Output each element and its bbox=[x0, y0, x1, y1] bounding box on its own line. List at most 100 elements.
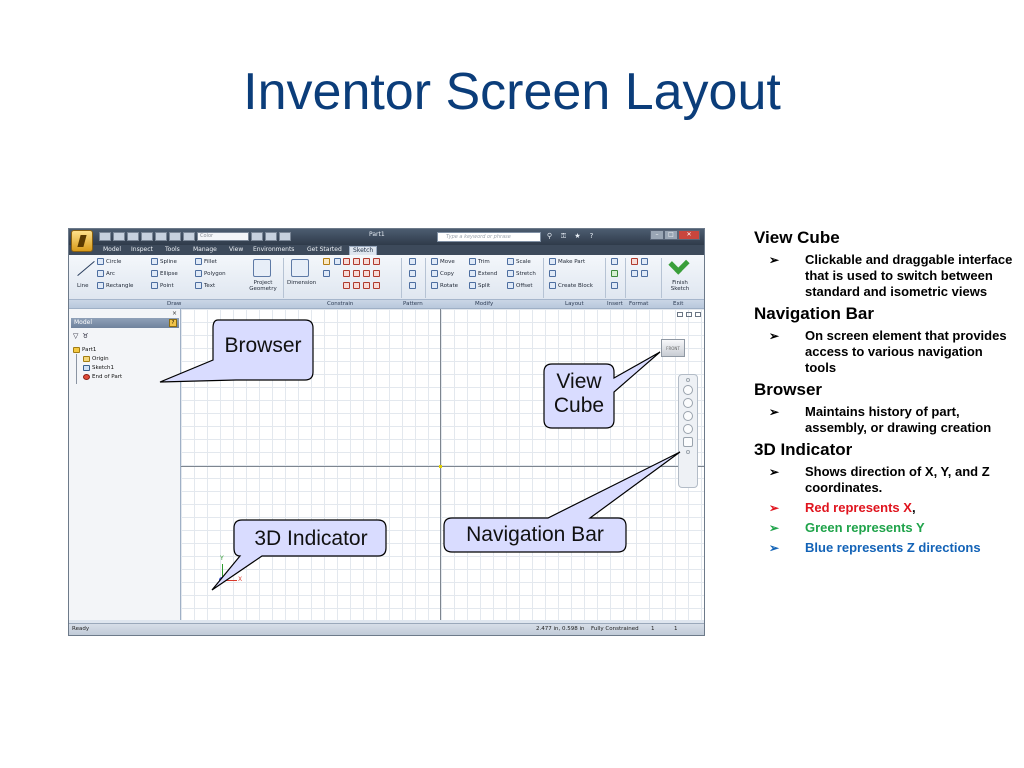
material-icon[interactable] bbox=[251, 232, 263, 241]
make-part-button[interactable]: Make Part bbox=[549, 258, 585, 265]
tangent-icon[interactable] bbox=[343, 282, 350, 289]
group-layout[interactable]: Layout bbox=[565, 301, 584, 307]
tab-view[interactable]: View bbox=[229, 246, 244, 253]
offset-button[interactable]: Offset bbox=[507, 282, 533, 289]
maximize-icon[interactable] bbox=[695, 312, 701, 317]
tree-item-sketch[interactable]: Sketch1 bbox=[73, 363, 179, 372]
scale-button[interactable]: Scale bbox=[507, 258, 531, 265]
tree-item-origin[interactable]: Origin bbox=[73, 354, 179, 363]
group-insert[interactable]: Insert bbox=[607, 301, 623, 307]
look-at-icon[interactable] bbox=[683, 437, 693, 447]
fillet-button[interactable]: Fillet bbox=[195, 258, 217, 265]
finish-sketch-icon[interactable] bbox=[668, 253, 690, 275]
group-modify[interactable]: Modify bbox=[475, 301, 494, 307]
tab-get-started[interactable]: Get Started bbox=[307, 246, 342, 253]
mirror-button[interactable] bbox=[409, 282, 416, 289]
trim-button[interactable]: Trim bbox=[469, 258, 490, 265]
group-draw[interactable]: Draw bbox=[167, 301, 182, 307]
insert-image-button[interactable] bbox=[611, 258, 618, 265]
parallel-icon[interactable] bbox=[343, 270, 350, 277]
line-icon[interactable] bbox=[75, 260, 93, 278]
center-point-icon[interactable] bbox=[631, 270, 638, 277]
project-geometry-button[interactable]: Project Geometry bbox=[249, 280, 277, 292]
open-icon[interactable] bbox=[113, 232, 125, 241]
view-cube[interactable]: FRONT bbox=[661, 339, 685, 357]
insert-acad-button[interactable] bbox=[611, 282, 618, 289]
centerline-icon[interactable] bbox=[641, 258, 648, 265]
move-button[interactable]: Move bbox=[431, 258, 455, 265]
close-icon[interactable]: ✕ bbox=[678, 230, 700, 240]
help-search-input[interactable]: Type a keyword or phrase bbox=[437, 232, 541, 242]
constraint-icon[interactable] bbox=[323, 270, 330, 277]
return-icon[interactable] bbox=[169, 232, 181, 241]
tab-tools[interactable]: Tools bbox=[165, 246, 180, 253]
restore-icon[interactable] bbox=[686, 312, 692, 317]
help-icon[interactable]: ? bbox=[169, 319, 177, 327]
extend-button[interactable]: Extend bbox=[469, 270, 497, 277]
stretch-button[interactable]: Stretch bbox=[507, 270, 536, 277]
help-icon[interactable]: ? bbox=[589, 232, 594, 240]
close-icon[interactable]: × bbox=[171, 310, 177, 317]
arc-button[interactable]: Arc bbox=[97, 270, 115, 277]
project-geometry-icon[interactable] bbox=[253, 259, 271, 277]
star-icon[interactable]: ★ bbox=[574, 232, 581, 240]
tab-manage[interactable]: Manage bbox=[193, 246, 217, 253]
key-icon[interactable]: ⚿ bbox=[560, 232, 567, 240]
constraint-icon[interactable] bbox=[323, 258, 330, 265]
steering-wheel-icon[interactable] bbox=[683, 385, 693, 395]
pan-icon[interactable] bbox=[683, 398, 693, 408]
group-pattern[interactable]: Pattern bbox=[403, 301, 423, 307]
smooth-icon[interactable] bbox=[353, 282, 360, 289]
group-format[interactable]: Format bbox=[629, 301, 649, 307]
spline-button[interactable]: Spline bbox=[151, 258, 177, 265]
collinear-icon[interactable] bbox=[353, 258, 360, 265]
color-combo[interactable]: Color bbox=[197, 232, 249, 241]
tree-item-end-of-part[interactable]: End of Part bbox=[73, 372, 179, 381]
line-button[interactable]: Line bbox=[77, 283, 89, 289]
update-icon[interactable] bbox=[183, 232, 195, 241]
undo-icon[interactable] bbox=[141, 232, 153, 241]
point-button[interactable]: Point bbox=[151, 282, 174, 289]
circle-button[interactable]: Circle bbox=[97, 258, 121, 265]
polygon-button[interactable]: Polygon bbox=[195, 270, 226, 277]
coincident-icon[interactable] bbox=[343, 258, 350, 265]
tab-sketch[interactable]: Sketch bbox=[349, 246, 378, 255]
navbar-close-icon[interactable] bbox=[686, 378, 690, 382]
rectangular-pattern-button[interactable] bbox=[409, 258, 416, 265]
circular-pattern-button[interactable] bbox=[409, 270, 416, 277]
horizontal-icon[interactable] bbox=[363, 270, 370, 277]
text-button[interactable]: Text bbox=[195, 282, 215, 289]
navbar-menu-icon[interactable] bbox=[686, 450, 690, 454]
constraint-icon[interactable] bbox=[334, 258, 341, 265]
symmetric-icon[interactable] bbox=[363, 282, 370, 289]
tab-inspect[interactable]: Inspect bbox=[131, 246, 153, 253]
new-icon[interactable] bbox=[99, 232, 111, 241]
tree-item-part[interactable]: Part1 bbox=[73, 345, 179, 354]
insert-points-button[interactable] bbox=[611, 270, 618, 277]
tab-environments[interactable]: Environments bbox=[253, 246, 295, 253]
rectangle-button[interactable]: Rectangle bbox=[97, 282, 133, 289]
minimize-icon[interactable] bbox=[677, 312, 683, 317]
ipt-icon[interactable] bbox=[279, 232, 291, 241]
fix-icon[interactable] bbox=[373, 258, 380, 265]
perpendicular-icon[interactable] bbox=[353, 270, 360, 277]
binoculars-icon[interactable]: ♉ bbox=[82, 332, 89, 340]
zoom-icon[interactable] bbox=[683, 411, 693, 421]
driven-dimension-icon[interactable] bbox=[641, 270, 648, 277]
appearance-icon[interactable] bbox=[265, 232, 277, 241]
dimension-icon[interactable] bbox=[291, 259, 309, 277]
group-constrain[interactable]: Constrain bbox=[327, 301, 354, 307]
binoculars-icon[interactable]: ⚲ bbox=[546, 232, 553, 240]
ellipse-button[interactable]: Ellipse bbox=[151, 270, 178, 277]
application-menu-button[interactable] bbox=[71, 230, 93, 252]
tab-model[interactable]: Model bbox=[103, 246, 122, 253]
split-button[interactable]: Split bbox=[469, 282, 490, 289]
copy-button[interactable]: Copy bbox=[431, 270, 454, 277]
group-exit[interactable]: Exit bbox=[673, 301, 684, 307]
construction-icon[interactable] bbox=[631, 258, 638, 265]
browser-header[interactable]: Model ? bbox=[71, 318, 179, 328]
concentric-icon[interactable] bbox=[363, 258, 370, 265]
create-block-button[interactable]: Create Block bbox=[549, 282, 593, 289]
navigation-bar[interactable] bbox=[678, 374, 698, 488]
finish-sketch-button[interactable]: Finish Sketch bbox=[670, 280, 690, 292]
